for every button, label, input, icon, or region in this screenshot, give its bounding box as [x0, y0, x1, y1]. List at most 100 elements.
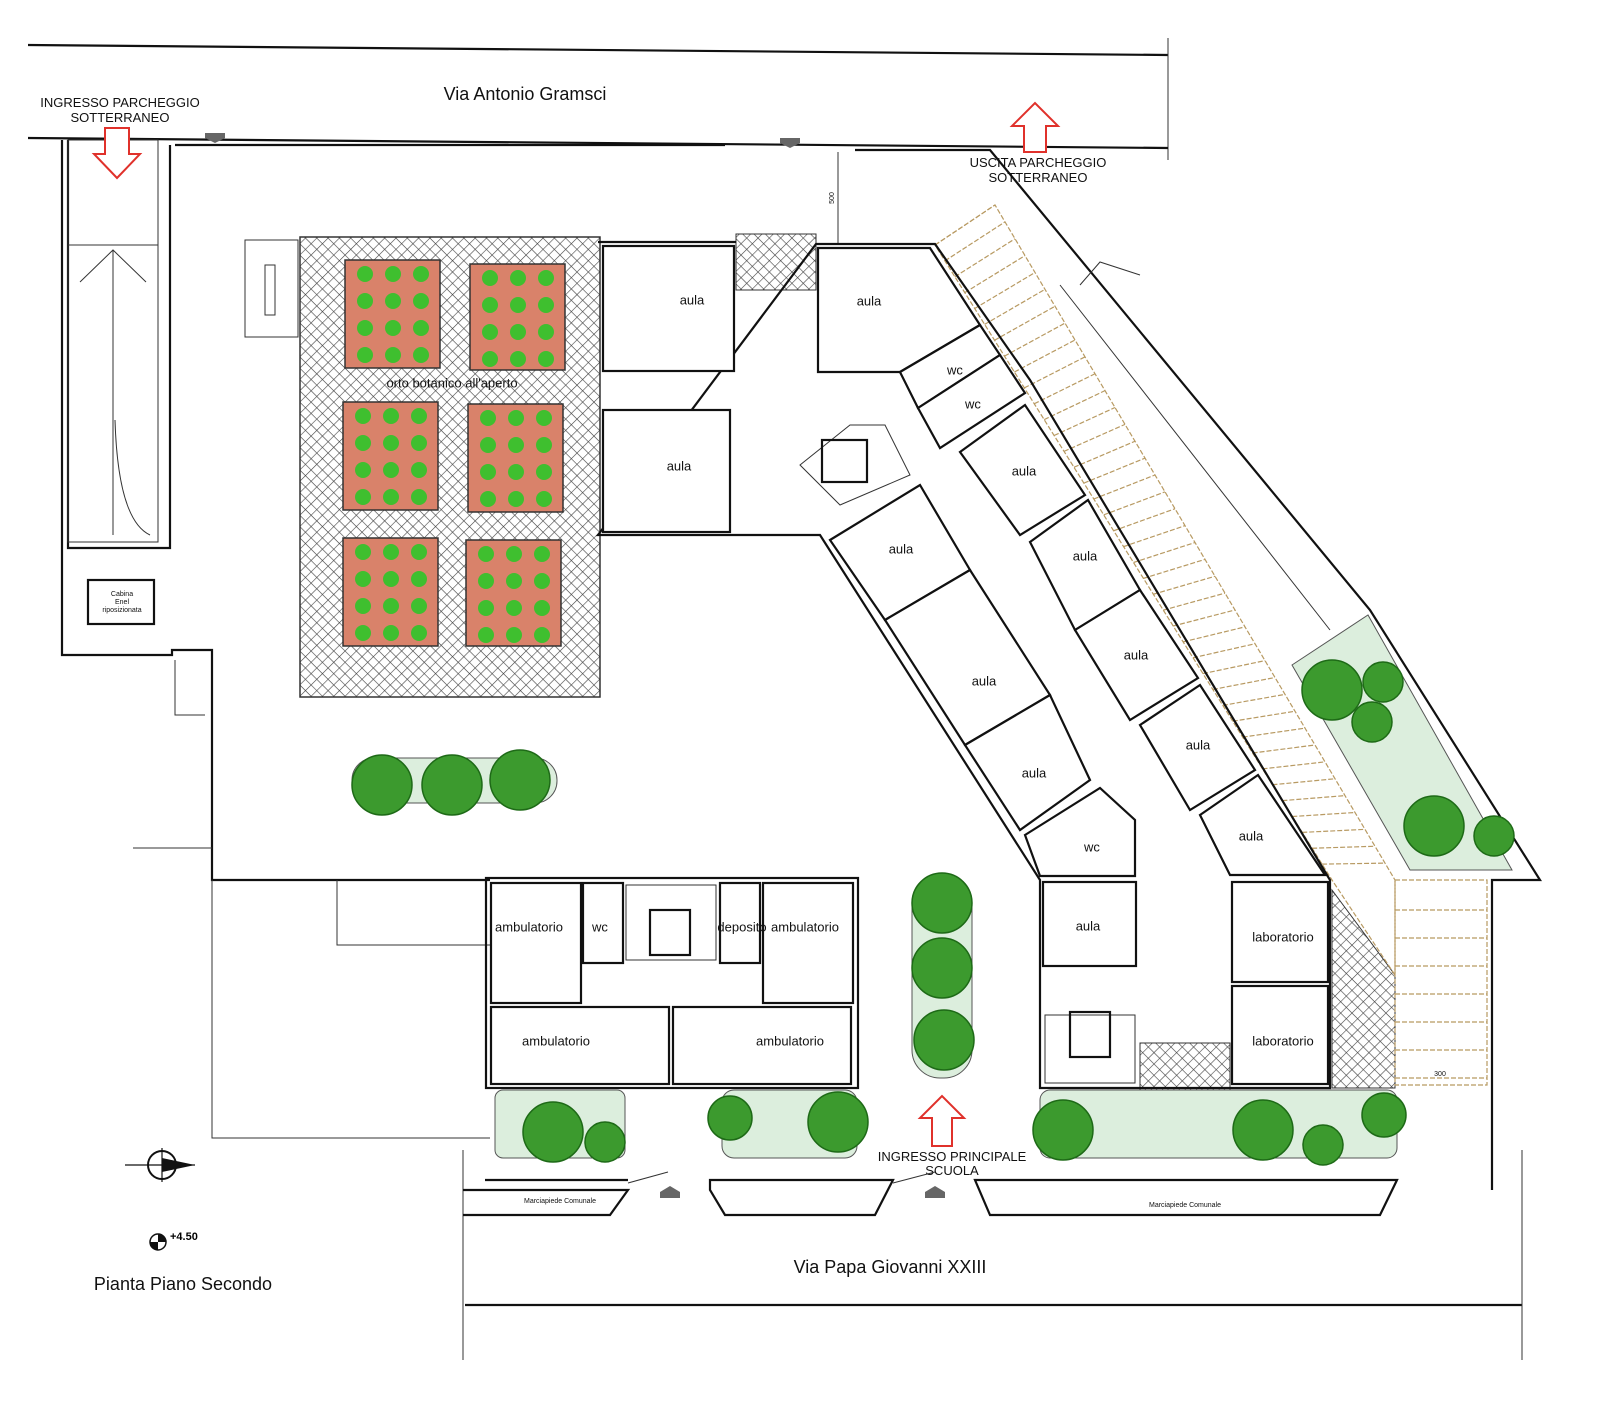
plant-icon	[510, 324, 526, 340]
dimension-east: 300	[1434, 1071, 1446, 1078]
plant-icon	[385, 320, 401, 336]
plant-icon	[538, 351, 554, 367]
plant-icon	[383, 625, 399, 641]
cabina-label-2: Enel	[115, 599, 129, 606]
plant-icon	[355, 489, 371, 505]
plant-icon	[538, 297, 554, 313]
tree-icon	[913, 1009, 975, 1071]
plant-icon	[411, 544, 427, 560]
main-entrance-label: INGRESSO PRINCIPALE	[878, 1149, 1027, 1164]
main-entrance-arrow-icon	[917, 1094, 967, 1147]
plant-icon	[482, 351, 498, 367]
room-label-aula: aula	[1186, 737, 1211, 752]
tree-icon	[489, 749, 551, 811]
plant-icon	[357, 347, 373, 363]
street-name-north: Via Antonio Gramsci	[444, 84, 607, 104]
plant-icon	[385, 293, 401, 309]
plant-icon	[357, 293, 373, 309]
plant-icon	[478, 573, 494, 589]
botanical-garden: orto botanico all'aperto	[299, 236, 601, 698]
plant-icon	[510, 270, 526, 286]
plant-icon	[411, 571, 427, 587]
plant-icon	[383, 408, 399, 424]
room-label-wc: wc	[1083, 839, 1100, 854]
site-boundary	[60, 140, 1542, 1190]
plant-icon	[411, 435, 427, 451]
tree-icon	[1232, 1099, 1294, 1161]
plant-icon	[508, 491, 524, 507]
compass-icon	[125, 1148, 195, 1182]
room-label-laboratorio: laboratorio	[1252, 929, 1313, 944]
entrance-labels: INGRESSO PARCHEGGIO SOTTERRANEO USCITA P…	[40, 95, 1106, 1178]
plant-icon	[534, 600, 550, 616]
plant-icon	[482, 297, 498, 313]
room-label-aula: aula	[857, 293, 882, 308]
tree-icon	[522, 1101, 584, 1163]
plant-icon	[383, 544, 399, 560]
plant-icon	[508, 410, 524, 426]
plant-icon	[357, 320, 373, 336]
plant-icon	[383, 435, 399, 451]
tree-icon	[351, 754, 413, 816]
parking-entry-arrow-icon	[91, 127, 143, 180]
plant-icon	[536, 437, 552, 453]
plant-icon	[506, 600, 522, 616]
site-lines	[133, 660, 490, 1139]
room-label-aula: aula	[667, 458, 692, 473]
room-label-aula: aula	[1124, 647, 1149, 662]
plant-icon	[413, 347, 429, 363]
plant-icon	[413, 293, 429, 309]
plant-icon	[480, 410, 496, 426]
plant-icon	[480, 437, 496, 453]
tree-icon	[911, 937, 973, 999]
plant-icon	[534, 627, 550, 643]
plant-icon	[478, 627, 494, 643]
plant-icon	[534, 573, 550, 589]
room-label-ambulatorio: ambulatorio	[495, 919, 563, 934]
parking-ramp	[67, 139, 159, 543]
room-labels: aula aula wc wc aula aula aula aula aula aula aula…	[495, 292, 1314, 1048]
plant-icon	[383, 571, 399, 587]
cabina-label: Cabina	[111, 591, 133, 598]
room-label-aula: aula	[889, 541, 914, 556]
street-name-south: Via Papa Giovanni XXIII	[794, 1257, 987, 1277]
plant-icon	[411, 598, 427, 614]
room-label-aula: aula	[1073, 548, 1098, 563]
sidewalk: Marciapiede Comunale Marciapiede Comunal…	[463, 1171, 1399, 1217]
room-label-aula: aula	[972, 673, 997, 688]
plant-icon	[411, 489, 427, 505]
room-label-aula: aula	[680, 292, 705, 307]
tree-icon	[807, 1091, 869, 1153]
room-label-laboratorio: laboratorio	[1252, 1033, 1313, 1048]
plant-icon	[355, 435, 371, 451]
room-label-ambulatorio: ambulatorio	[756, 1033, 824, 1048]
tree-icon	[584, 1121, 626, 1163]
plant-icon	[413, 320, 429, 336]
plant-icon	[383, 489, 399, 505]
main-entrance-label-2: SCUOLA	[925, 1163, 979, 1178]
plant-icon	[482, 270, 498, 286]
tree-icon	[1351, 701, 1393, 743]
plant-icon	[385, 347, 401, 363]
room-label-wc: wc	[946, 362, 963, 377]
hatched-area	[735, 233, 817, 291]
room-label-wc: wc	[964, 396, 981, 411]
tree-icon	[1032, 1099, 1094, 1161]
plant-icon	[506, 573, 522, 589]
tree-icon	[1362, 661, 1404, 703]
tree-icon	[1301, 659, 1363, 721]
room-label-ambulatorio: ambulatorio	[771, 919, 839, 934]
parking-exit-label: USCITA PARCHEGGIO	[970, 155, 1107, 170]
plant-icon	[383, 462, 399, 478]
plan-title: Pianta Piano Secondo	[94, 1274, 272, 1294]
plant-icon	[538, 270, 554, 286]
room-label-aula: aula	[1022, 765, 1047, 780]
plant-icon	[411, 408, 427, 424]
plant-icon	[355, 544, 371, 560]
parking-entry-label-2: SOTTERRANEO	[71, 110, 170, 125]
dimension-north: 500	[829, 192, 836, 204]
tree-icon	[911, 872, 973, 934]
plant-icon	[355, 625, 371, 641]
cabina-label-3: riposizionata	[102, 607, 141, 614]
